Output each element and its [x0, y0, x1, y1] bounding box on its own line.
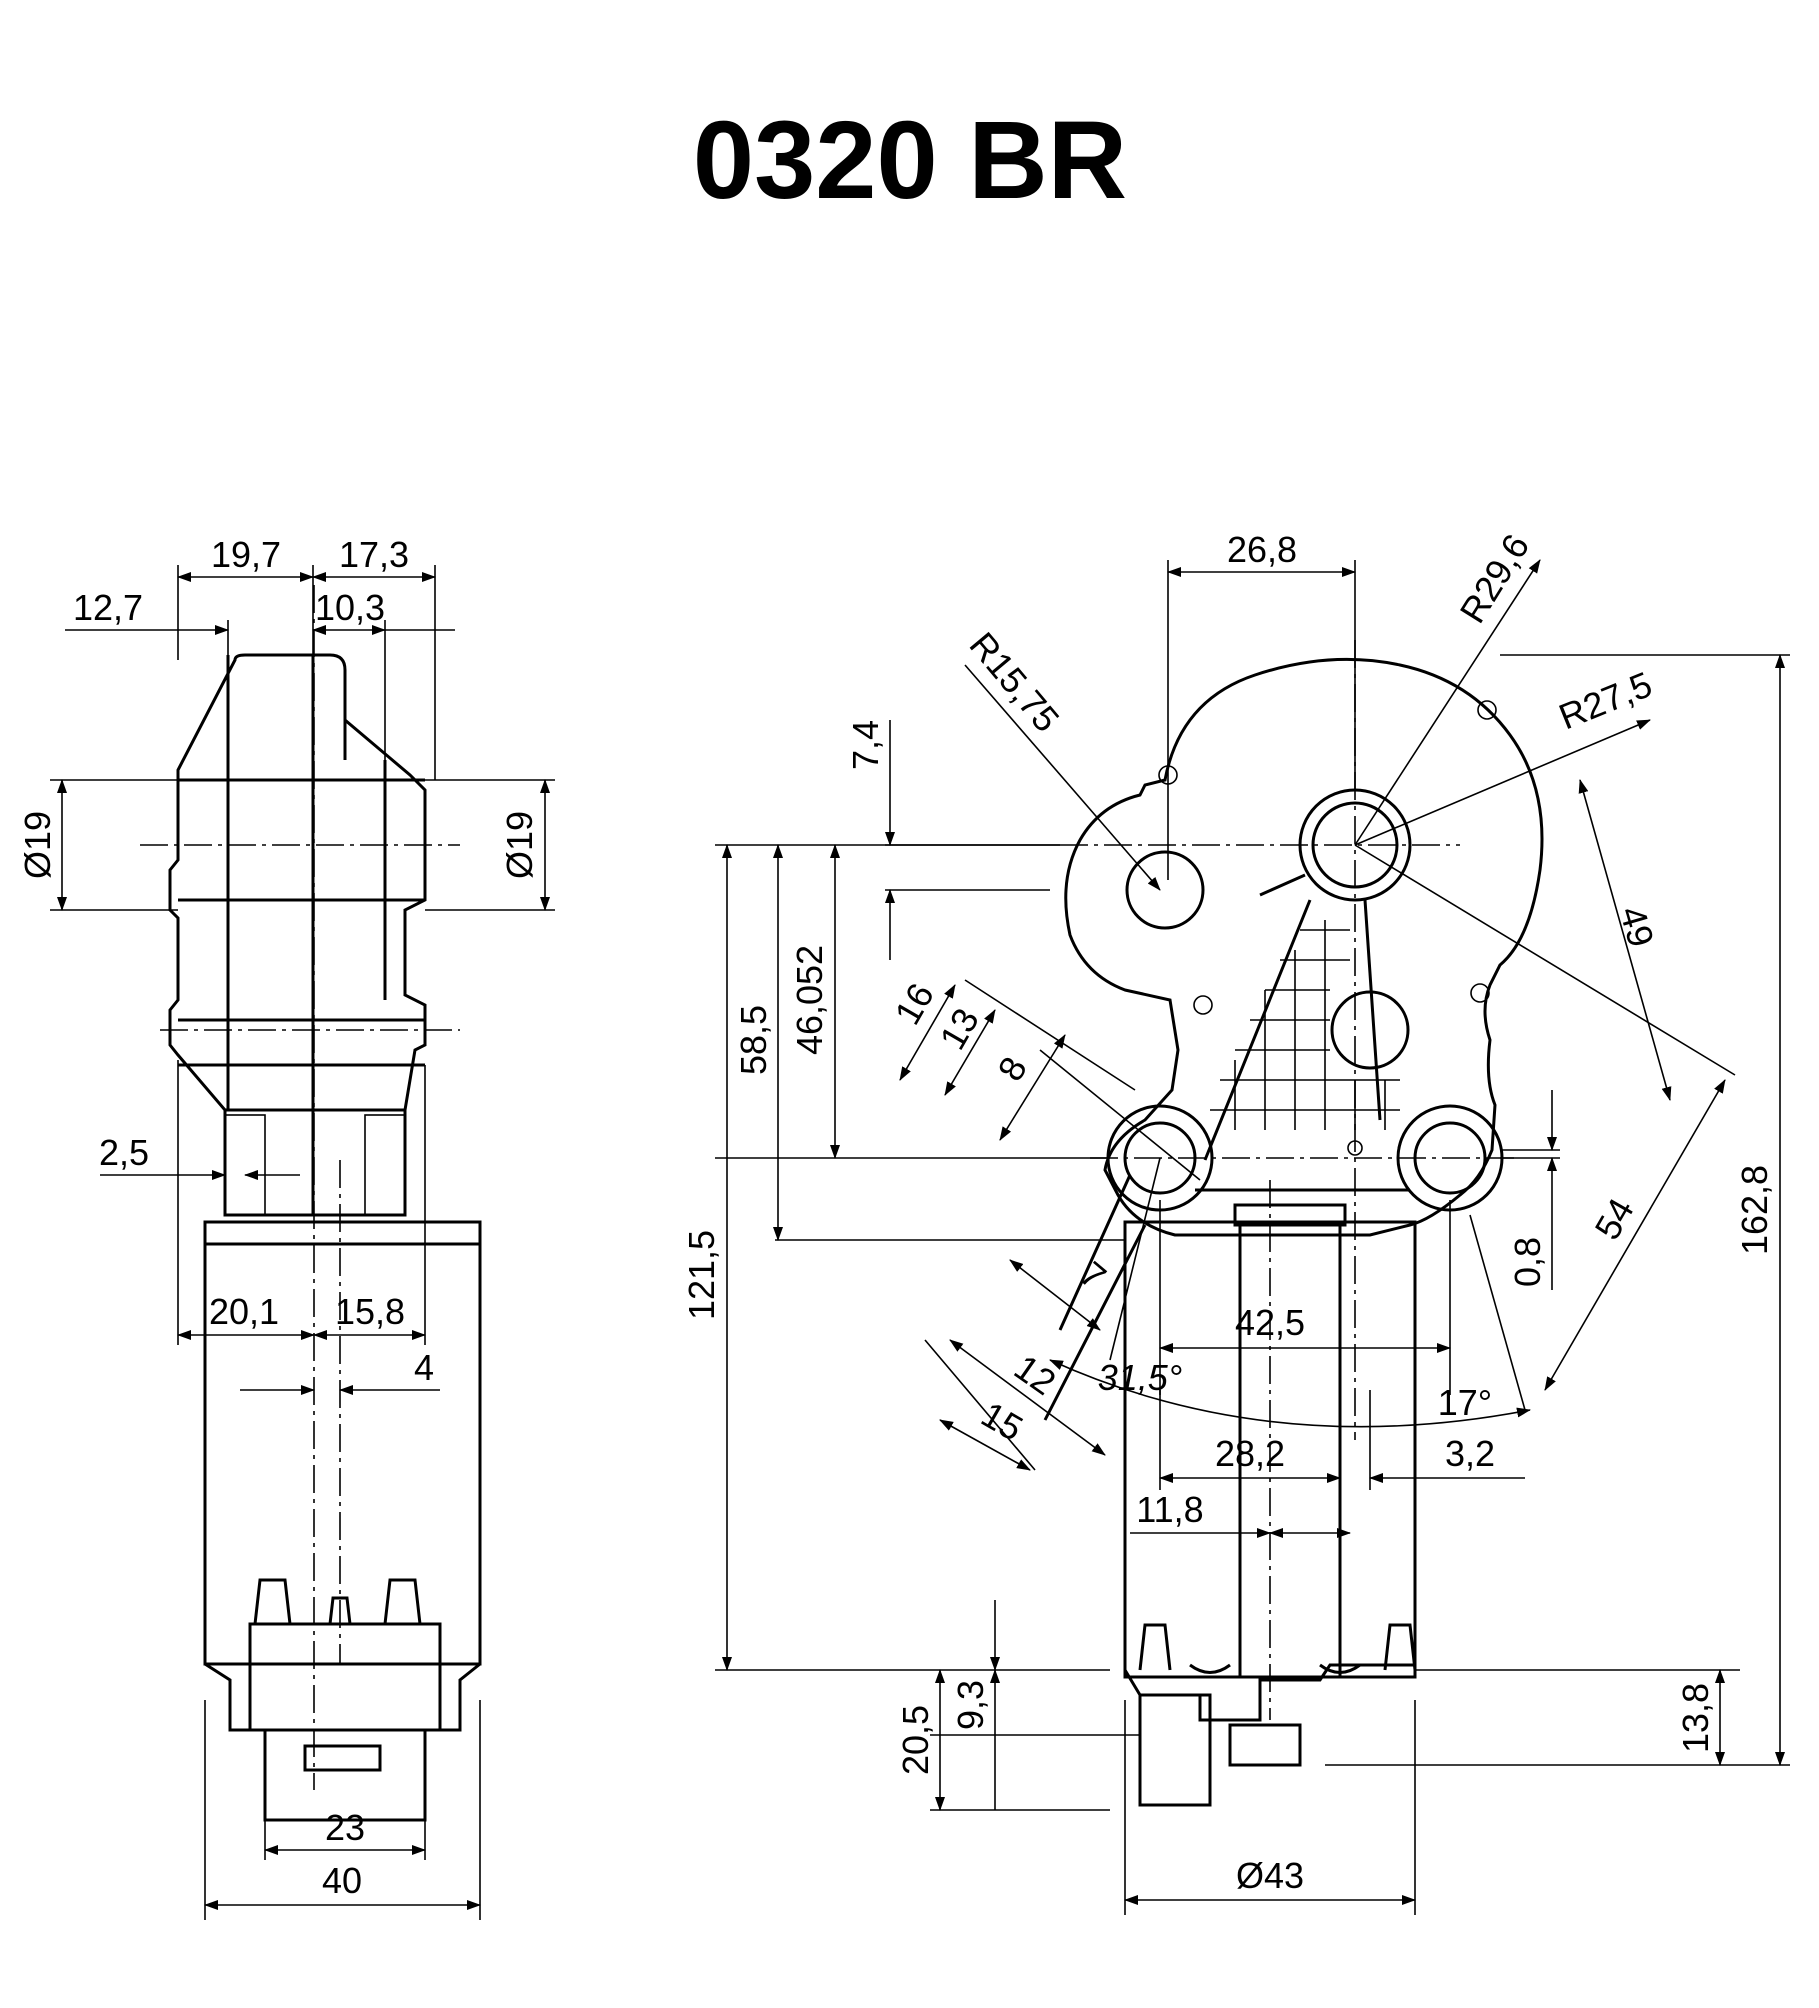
left-mount-boss	[1125, 850, 1205, 930]
dim-0-8: 0,8	[1507, 1237, 1548, 1287]
motor-pinion-flange	[1233, 1203, 1347, 1227]
dim-31-5-deg: 31,5°	[1098, 1357, 1182, 1398]
dim-15-8: 15,8	[335, 1291, 405, 1332]
dim-7-4: 7,4	[845, 720, 886, 770]
dim-49: 49	[1612, 902, 1662, 952]
dim-26-8: 26,8	[1227, 529, 1297, 570]
left-terminal-2	[383, 1578, 422, 1625]
dim-line-7	[1009, 1259, 1101, 1331]
dim-19-7: 19,7	[211, 534, 281, 575]
right-front-view: 26,8 R29,6 R27,5 R15,75 7,4 58,5 46,052 …	[681, 527, 1790, 1915]
left-gear-housing-outline	[168, 653, 427, 1217]
dim-4: 4	[414, 1347, 434, 1388]
dim-9-3: 9,3	[950, 1680, 991, 1730]
left-terminal-center	[328, 1596, 352, 1625]
left-bushing-hatch-right	[364, 1114, 406, 1216]
dim-15: 15	[975, 1393, 1030, 1449]
hole-small	[1470, 983, 1490, 1003]
dim-23: 23	[325, 1807, 365, 1848]
hole-small	[1193, 995, 1213, 1015]
dim-line-13	[944, 1009, 996, 1096]
dim-11-8: 11,8	[1136, 1489, 1203, 1530]
dim-line-16	[899, 984, 956, 1081]
dim-13: 13	[931, 1001, 987, 1056]
dim-8: 8	[989, 1050, 1035, 1088]
ext-line	[964, 979, 1136, 1091]
hole-small	[1477, 700, 1497, 720]
dim-line-8	[999, 1034, 1066, 1141]
dim-line-r27-5	[1354, 719, 1651, 846]
left-motor-body	[203, 1242, 482, 1666]
dim-162-8: 162,8	[1734, 1165, 1775, 1255]
left-side-view: 19,7 17,3 12,7 10,3 Ø19 Ø19 2,5 20,1 15,…	[17, 534, 555, 1920]
dim-20-5: 20,5	[895, 1705, 936, 1775]
ext-line	[1469, 1214, 1526, 1411]
dim-line-54	[1544, 1079, 1726, 1391]
dim-28-2: 28,2	[1215, 1433, 1285, 1474]
motor-clips	[1189, 1663, 1361, 1674]
left-bushing-hatch-left	[224, 1114, 266, 1216]
motor-shaft-end	[1228, 1723, 1302, 1767]
dim-line-r29-6	[1354, 559, 1541, 846]
dim-2-5: 2,5	[99, 1132, 149, 1173]
dim-42-5: 42,5	[1235, 1302, 1305, 1343]
dim-line-49	[1578, 779, 1672, 1101]
dim-12-7: 12,7	[73, 587, 143, 628]
left-motor-flange	[203, 1220, 482, 1246]
dim-d19-left: Ø19	[17, 811, 58, 879]
dim-d19-right: Ø19	[499, 811, 540, 879]
ext-line	[1039, 1049, 1201, 1181]
dim-line-12	[949, 1339, 1106, 1456]
left-plug	[263, 1728, 427, 1822]
housing-grid	[1210, 920, 1400, 1130]
left-plug-key	[303, 1744, 382, 1772]
motor-terminal-left	[1138, 1623, 1172, 1671]
dim-121-5: 121,5	[681, 1230, 722, 1320]
dim-3-2: 3,2	[1445, 1433, 1495, 1474]
drawing-title: 0320 BR	[693, 99, 1127, 222]
dim-58-5: 58,5	[733, 1005, 774, 1075]
dim-17-deg: 17°	[1438, 1382, 1492, 1423]
dim-20-1: 20,1	[209, 1291, 279, 1332]
dim-13-8: 13,8	[1675, 1683, 1716, 1753]
dim-46-052: 46,052	[789, 945, 830, 1055]
dim-r29-6: R29,6	[1452, 527, 1538, 630]
ext-line	[1109, 1157, 1161, 1361]
left-terminal-1	[253, 1578, 292, 1625]
left-connector-block	[248, 1622, 442, 1732]
dim-line-r15-75	[964, 664, 1161, 891]
dim-arc-angles	[1049, 1359, 1531, 1428]
ext-line	[1354, 844, 1736, 1076]
dim-r27-5: R27,5	[1553, 663, 1657, 737]
gearbox-housing-outline	[1064, 657, 1544, 1237]
dim-40: 40	[322, 1860, 362, 1901]
housing-ribs	[1043, 873, 1410, 1421]
motor-plug-left	[1138, 1693, 1212, 1807]
dim-10-3: 10,3	[315, 587, 385, 628]
dim-17-3: 17,3	[339, 534, 409, 575]
ext-line	[924, 1339, 1036, 1471]
dim-d43: Ø43	[1236, 1855, 1304, 1896]
dim-line-15	[939, 1419, 1031, 1471]
dim-12: 12	[1007, 1346, 1063, 1403]
center-boss	[1330, 990, 1410, 1070]
motor-terminal-right	[1383, 1623, 1417, 1671]
